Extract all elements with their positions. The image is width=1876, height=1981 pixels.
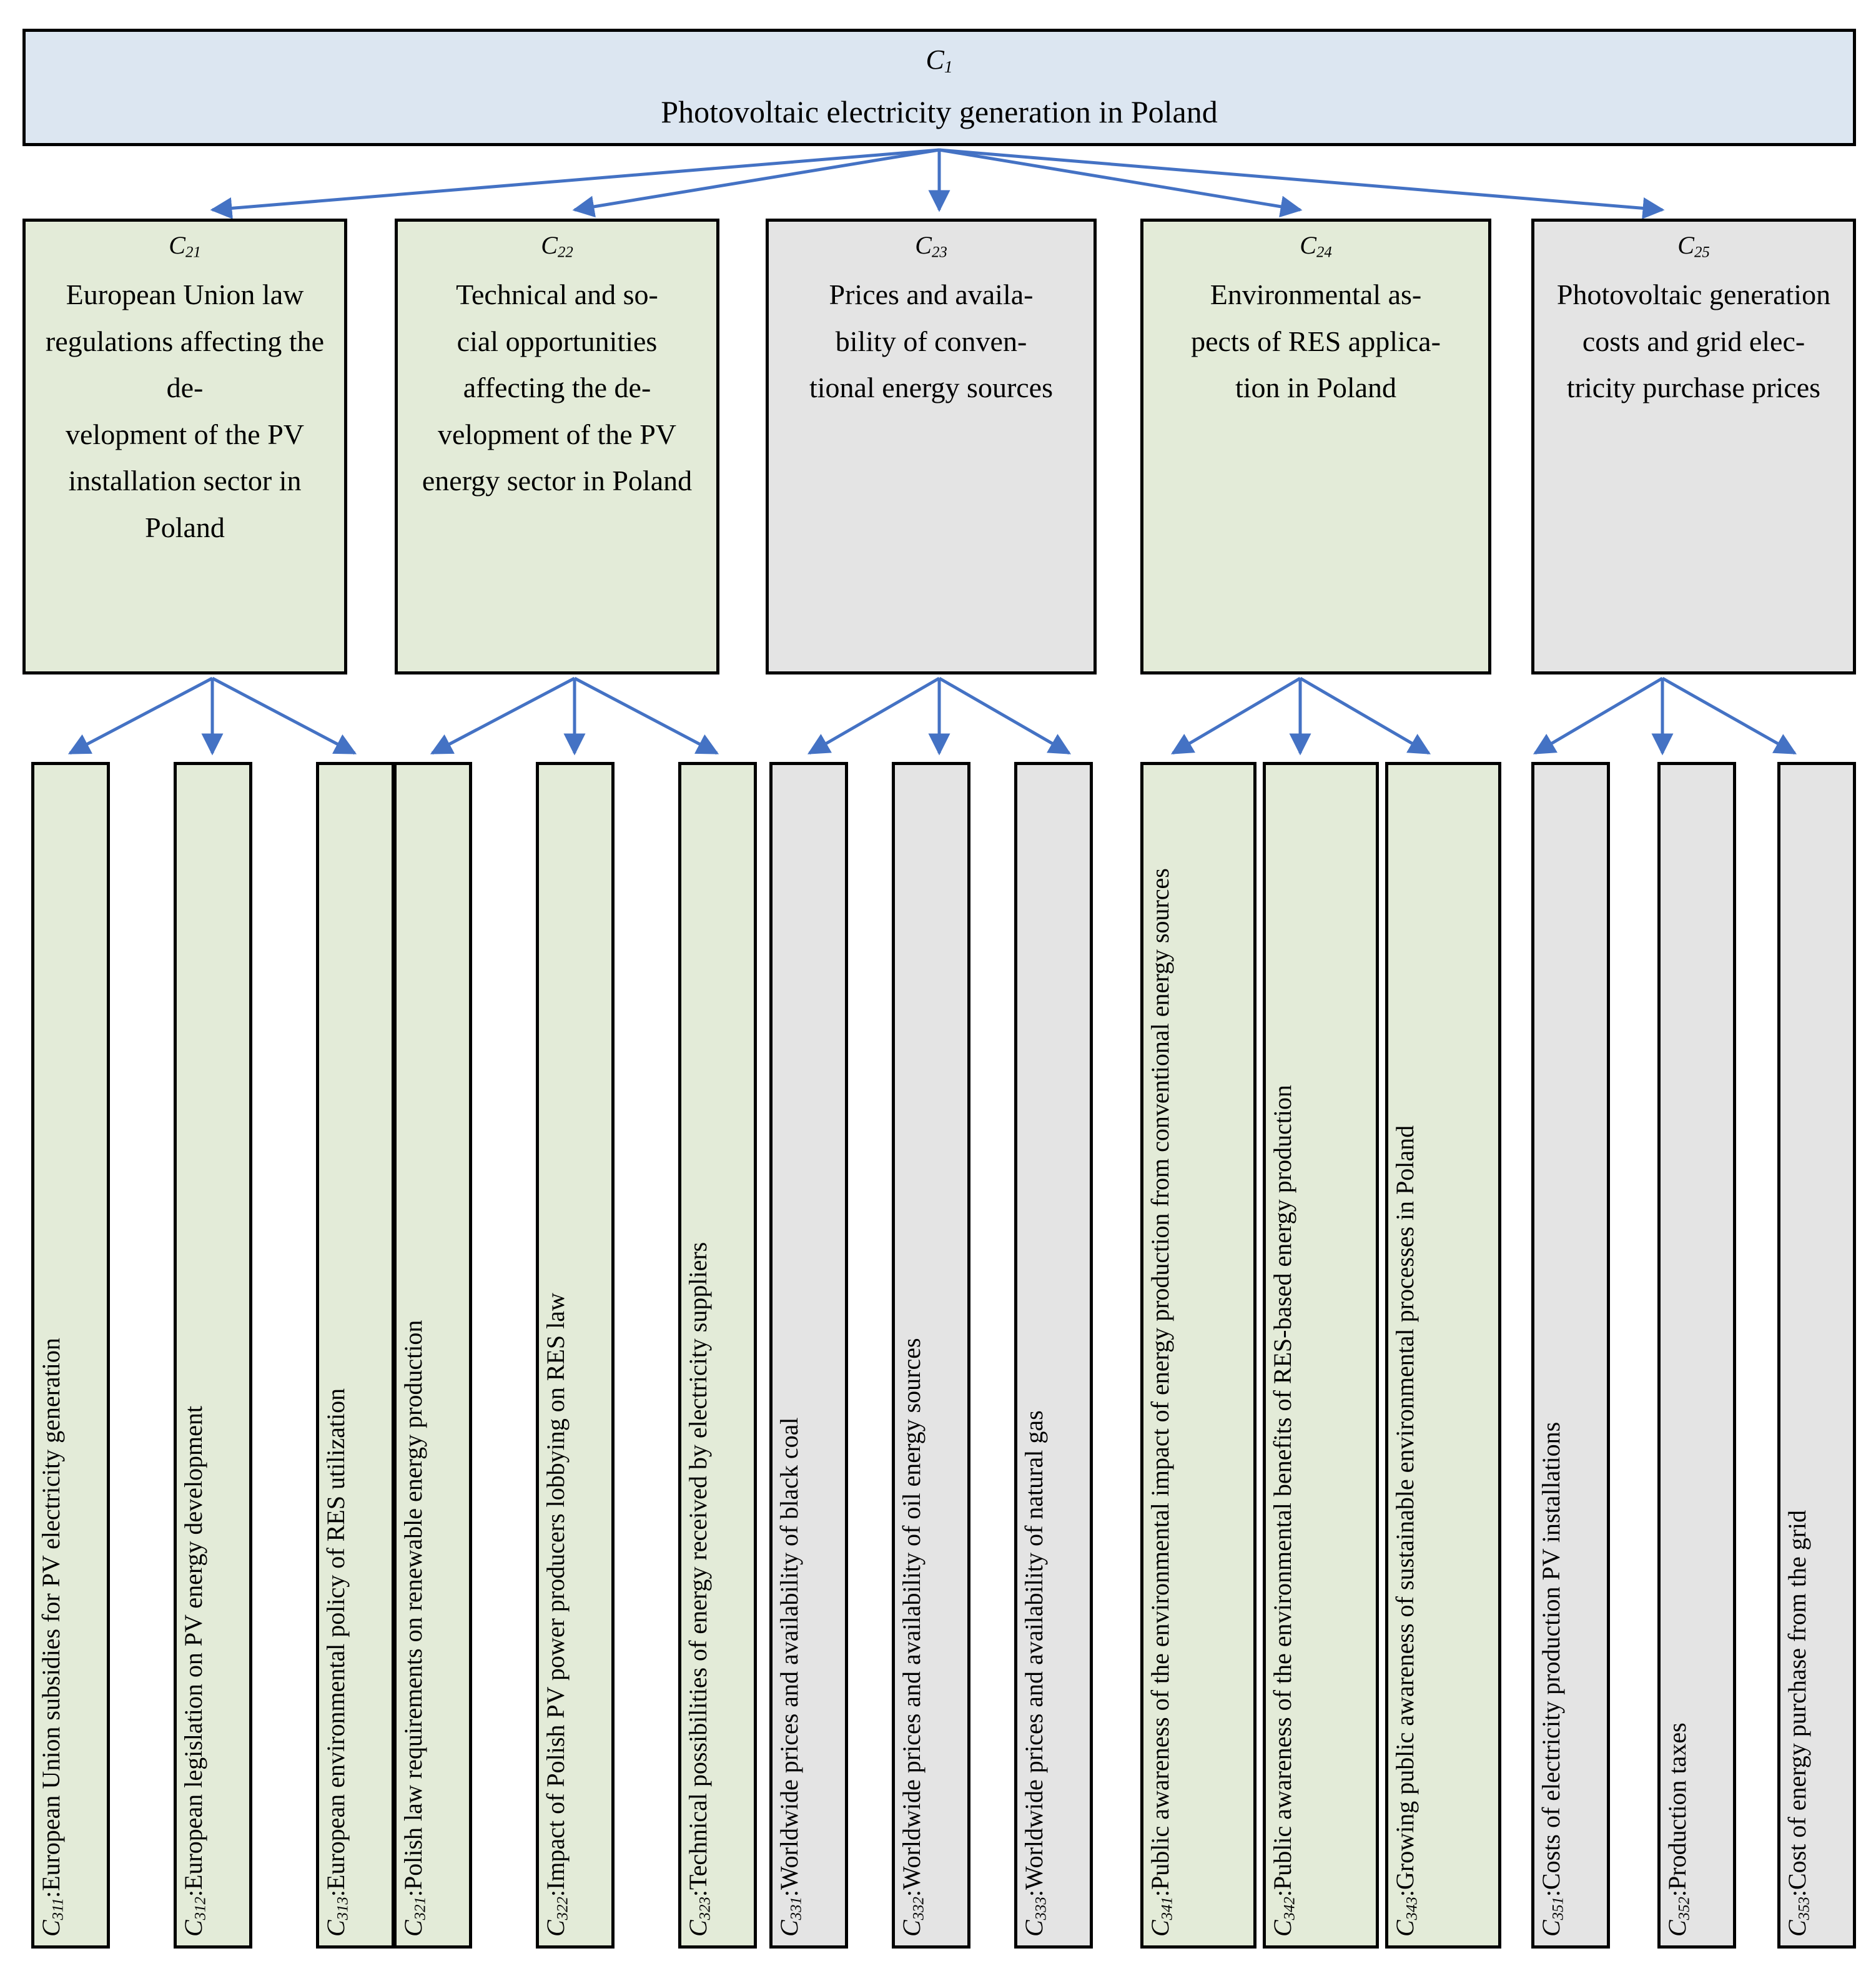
- level2-title-c22: Technical and so-cial opportunities affe…: [422, 279, 693, 497]
- level2-code-c24: C24: [1300, 231, 1332, 261]
- level3-label-c313: C313: European environmental policy of R…: [322, 1388, 352, 1937]
- level2-node-c24[interactable]: C24 Environmental as-pects of RES applic…: [1140, 219, 1491, 674]
- level3-node-c343[interactable]: C343: Growing public awareness of sustai…: [1385, 762, 1501, 1949]
- level3-label-c311: C311 : European Union subsidies for PV e…: [37, 1338, 67, 1937]
- level3-node-c353[interactable]: C353: Cost of energy purchase from the g…: [1777, 762, 1856, 1949]
- level2-node-c23[interactable]: C23 Prices and availa-bility of conven-t…: [766, 219, 1097, 674]
- level3-label-c341: C341: Public awareness of the environmen…: [1146, 868, 1176, 1937]
- level2-code-c22: C22: [541, 231, 573, 261]
- root-node-c1[interactable]: C1 Photovoltaic electricity generation i…: [22, 29, 1856, 146]
- level3-node-c313[interactable]: C313: European environmental policy of R…: [316, 762, 395, 1949]
- level2-title-c24: Environmental as-pects of RES applica-ti…: [1191, 279, 1441, 404]
- level2-code-c23: C23: [915, 231, 947, 261]
- level2-title-c25: Photovoltaic generation costs and grid e…: [1556, 279, 1831, 404]
- level2-code-c25: C25: [1677, 231, 1710, 261]
- level3-label-c342: C342: Public awareness of the environmen…: [1268, 1085, 1298, 1937]
- level3-node-c331[interactable]: C331: Worldwide prices and availability …: [769, 762, 848, 1949]
- level3-node-c333[interactable]: C333: Worldwide prices and availability …: [1014, 762, 1093, 1949]
- level2-node-c25[interactable]: C25 Photovoltaic generation costs and gr…: [1531, 219, 1856, 674]
- level3-label-c323: C323: Technical possibilities of energy …: [684, 1242, 714, 1937]
- level3-label-c333: C333: Worldwide prices and availability …: [1020, 1410, 1050, 1937]
- level3-node-c341[interactable]: C341: Public awareness of the environmen…: [1140, 762, 1256, 1949]
- level3-node-c323[interactable]: C323: Technical possibilities of energy …: [678, 762, 757, 1949]
- level3-label-c331: C331: Worldwide prices and availability …: [775, 1417, 805, 1937]
- level3-label-c332: C332: Worldwide prices and availability …: [897, 1338, 927, 1937]
- level3-label-c343: C343: Growing public awareness of sustai…: [1391, 1125, 1421, 1937]
- root-node-title: Photovoltaic electricity generation in P…: [661, 94, 1218, 130]
- level3-label-c321: C321: Polish law requirements on renewab…: [399, 1320, 429, 1937]
- level3-node-c351[interactable]: C351: Costs of electricity production PV…: [1531, 762, 1610, 1949]
- level2-title-c23: Prices and availa-bility of conven-tiona…: [809, 279, 1054, 404]
- level3-label-c353: C353: Cost of energy purchase from the g…: [1783, 1509, 1813, 1937]
- level3-node-c342[interactable]: C342: Public awareness of the environmen…: [1263, 762, 1379, 1949]
- level2-node-c22[interactable]: C22 Technical and so-cial opportunities …: [395, 219, 719, 674]
- level3-node-c352[interactable]: C352: Production taxes: [1657, 762, 1736, 1949]
- root-node-code: C1: [926, 44, 953, 76]
- level3-label-c322: C322: Impact of Polish PV power producer…: [541, 1293, 571, 1937]
- level2-title-c21: European Union law regulations affecting…: [45, 279, 325, 543]
- level3-label-c351: C351: Costs of electricity production PV…: [1537, 1421, 1567, 1937]
- level3-node-c322[interactable]: C322: Impact of Polish PV power producer…: [536, 762, 615, 1949]
- level3-node-c312[interactable]: C312: European legislation on PV energy …: [174, 762, 252, 1949]
- level3-label-c352: C352: Production taxes: [1663, 1722, 1693, 1937]
- level3-node-c332[interactable]: C332: Worldwide prices and availability …: [892, 762, 970, 1949]
- level3-node-c321[interactable]: C321: Polish law requirements on renewab…: [393, 762, 472, 1949]
- level3-label-c312: C312: European legislation on PV energy …: [179, 1405, 209, 1937]
- level2-node-c21[interactable]: C21 European Union law regulations affec…: [22, 219, 347, 674]
- level3-node-c311[interactable]: C311 : European Union subsidies for PV e…: [31, 762, 110, 1949]
- level2-code-c21: C21: [169, 231, 201, 261]
